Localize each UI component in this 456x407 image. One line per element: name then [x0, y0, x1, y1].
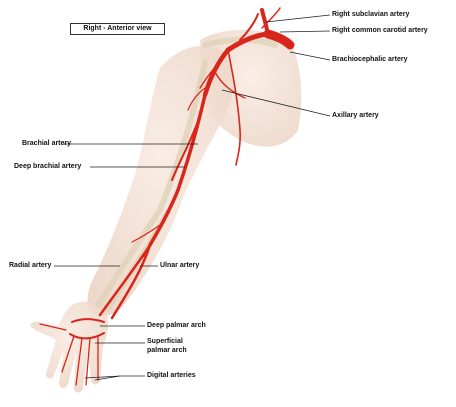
label-brachial-artery: Brachial artery: [22, 140, 72, 147]
digital-artery: [39, 323, 67, 331]
label-deep-brachial-artery: Deep brachial artery: [14, 163, 82, 170]
label-axillary-artery: Axillary artery: [332, 112, 379, 119]
artery-branch: [131, 224, 161, 243]
label-right-subclavian-artery: Right subclavian artery: [332, 11, 410, 18]
digital-artery: [61, 335, 75, 373]
deep-brachial-artery: [171, 114, 201, 181]
artery-branch: [261, 7, 281, 29]
leader-lines: [54, 14, 331, 381]
deep-palmar-arch: [71, 318, 105, 323]
arteries: [39, 7, 295, 386]
label-deep-palmar-arch: Deep palmar arch: [147, 322, 206, 329]
superficial-palmar-arch: [69, 332, 105, 340]
digital-artery: [85, 337, 91, 386]
label-superficial-palmar-arch-line2: palmar arch: [147, 347, 187, 354]
subclavian-artery: [225, 31, 271, 53]
artery-branch: [214, 71, 246, 99]
ulnar-artery: [110, 243, 152, 320]
label-superficial-palmar-arch-line1: Superficial: [147, 338, 183, 345]
artery-branch: [199, 61, 221, 89]
artery-branch: [239, 13, 259, 41]
label-digital-arteries: Digital arteries: [147, 372, 196, 379]
arm-silhouette: [87, 45, 235, 316]
label-radial-artery: Radial artery: [9, 262, 52, 269]
artery-branch: [227, 49, 241, 166]
view-label: Right - Anterior view: [70, 23, 165, 35]
label-right-common-carotid-artery: Right common carotid artery: [332, 27, 428, 34]
digital-artery: [75, 337, 83, 386]
artery-branch: [121, 254, 146, 286]
hand-silhouette: [30, 301, 108, 393]
artery-branch: [187, 84, 211, 111]
axillary-artery: [202, 47, 231, 98]
label-ulnar-artery: Ulnar artery: [160, 262, 200, 269]
label-brachiocephalic-artery: Brachiocephalic artery: [332, 56, 408, 63]
